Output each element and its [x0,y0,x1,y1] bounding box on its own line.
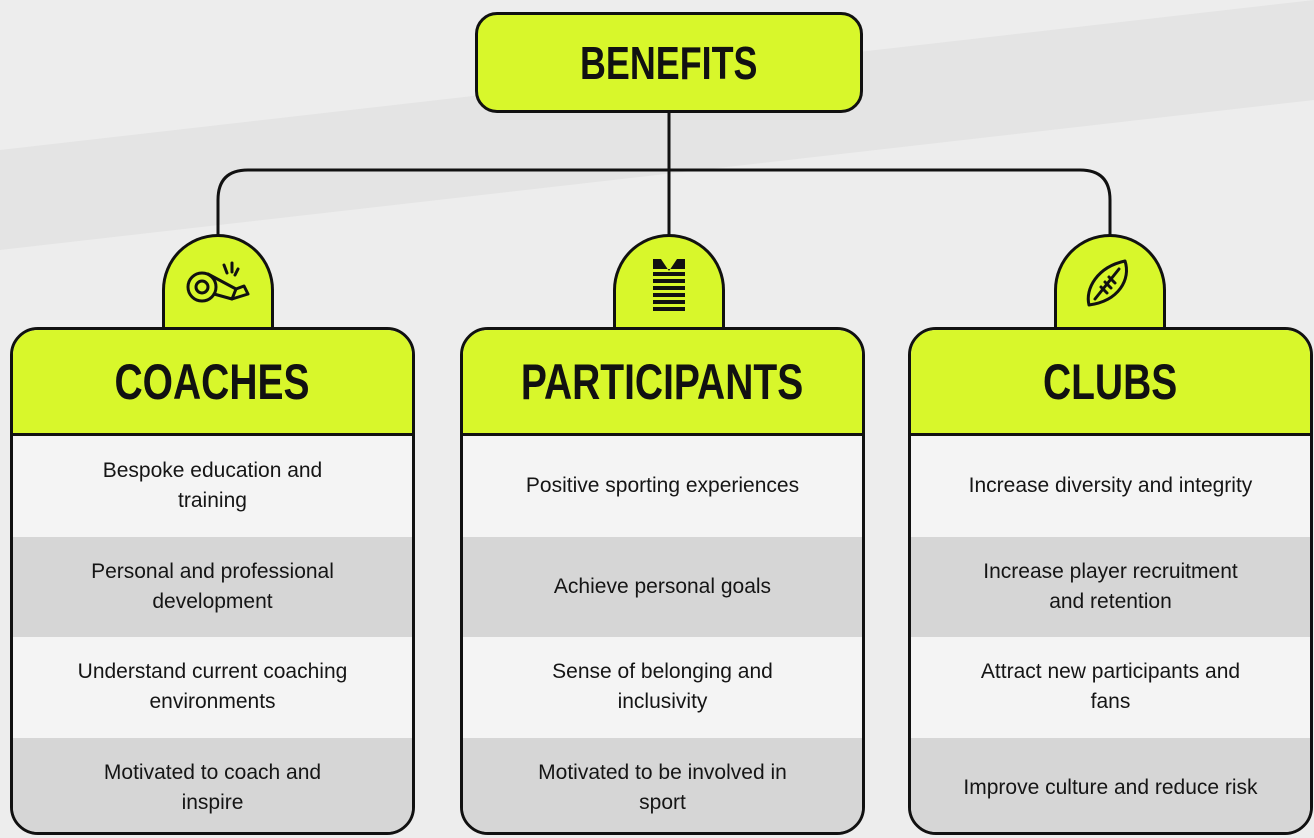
participants-item-2: Achieve personal goals [463,536,862,637]
clubs-icon-tab [1054,234,1166,330]
football-icon [1086,259,1128,307]
coaches-item-4: Motivated to coach and inspire [13,737,412,832]
participants-item-text: Positive sporting experiences [525,474,800,498]
coaches-item-text: Personal and professional development [91,559,334,613]
clubs-item-text: Improve culture and reduce risk [963,775,1258,799]
coaches-icon-tab [162,234,274,330]
coaches-item-text: Bespoke education and training [102,459,323,513]
clubs-item-1: Increase diversity and integrity [911,436,1310,537]
clubs-item-text: Attract new participants and fans [980,660,1241,714]
coaches-item-text: Motivated to coach and inspire [103,760,322,814]
coaches-card: COACHES Bespoke education and training P… [10,327,415,835]
connector-horizontal [216,168,1112,235]
coaches-title: COACHES [114,353,311,410]
clubs-item-text: Increase diversity and integrity [968,474,1253,498]
participants-item-text: Achieve personal goals [553,574,772,598]
whistle-icon [186,261,250,303]
jersey-icon [653,259,685,311]
participants-item-3: Sense of belonging and inclusivity [463,637,862,738]
coaches-item-3: Understand current coaching environments [13,637,412,738]
root-node-benefits: BENEFITS [475,12,863,113]
clubs-item-2: Increase player recruitment and retentio… [911,536,1310,637]
coaches-item-text: Understand current coaching environments [77,660,348,714]
participants-icon-tab [613,234,725,330]
root-node-label: BENEFITS [580,36,758,89]
participants-item-text: Motivated to be involved in sport [538,760,787,814]
clubs-card-header: CLUBS [911,330,1310,436]
coaches-item-1: Bespoke education and training [13,436,412,537]
clubs-card: CLUBS Increase diversity and integrity I… [908,327,1313,835]
clubs-item-3: Attract new participants and fans [911,637,1310,738]
participants-card: PARTICIPANTS Positive sporting experienc… [460,327,865,835]
clubs-item-4: Improve culture and reduce risk [911,737,1310,832]
participants-item-1: Positive sporting experiences [463,436,862,537]
participants-item-text: Sense of belonging and inclusivity [552,660,773,714]
clubs-item-text: Increase player recruitment and retentio… [983,559,1238,613]
participants-item-4: Motivated to be involved in sport [463,737,862,832]
coaches-item-2: Personal and professional development [13,536,412,637]
participants-title: PARTICIPANTS [521,353,804,410]
coaches-card-header: COACHES [13,330,412,436]
participants-card-header: PARTICIPANTS [463,330,862,436]
clubs-title: CLUBS [1043,353,1178,410]
